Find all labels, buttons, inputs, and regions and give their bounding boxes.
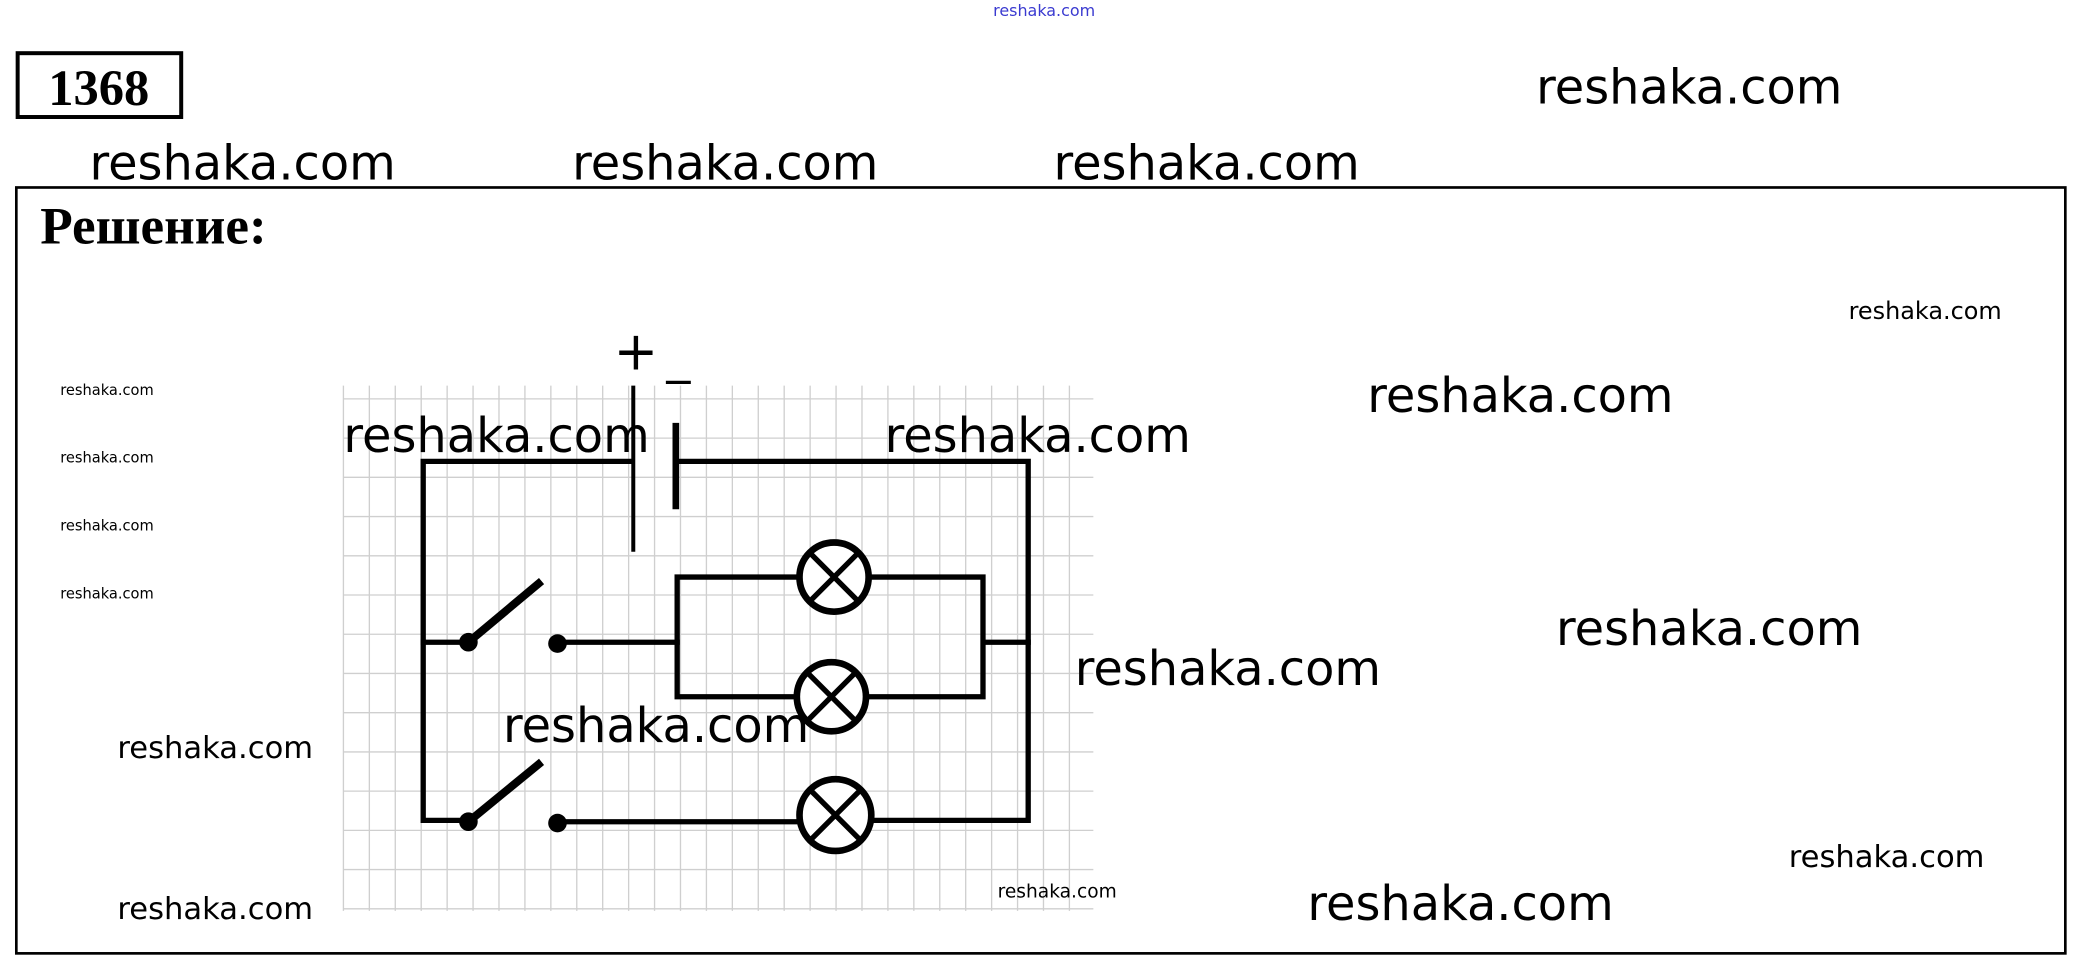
lamp-3 [796,775,875,855]
solution-heading: Решение: [40,196,266,255]
problem-number-frame [15,51,184,120]
watermark: reshaka.com [998,882,1117,903]
watermark: reshaka.com [1536,61,1842,116]
solution-frame [14,186,2067,955]
watermark: reshaka.com [885,409,1191,464]
problem-number: 1368 [48,60,149,116]
problem-number-box: 1368 [15,51,184,120]
wire-top-left [420,458,634,645]
lamp-2 [793,658,870,735]
watermark: reshaka.com [89,137,395,192]
watermark: reshaka.com [343,409,649,464]
watermark: reshaka.com [1367,369,1673,424]
watermark: reshaka.com [1849,297,2002,325]
watermark: reshaka.com [117,892,313,927]
circuit-diagram: + − [420,321,1031,855]
watermarks: reshaka.com reshaka.com reshaka.com resh… [60,61,2001,932]
battery-plus-label: + [614,321,659,383]
watermark: reshaka.com [572,137,878,192]
watermark: reshaka.com [60,518,153,535]
switch-1-blade [465,577,545,646]
watermark: reshaka.com [1307,877,1613,932]
wire-left-bottom [420,639,472,824]
watermark: reshaka.com [117,731,313,766]
watermark: reshaka.com [1789,840,1985,875]
top-watermark: reshaka.com [993,1,1095,20]
watermark: reshaka.com [60,382,153,399]
battery-minus-label: − [662,359,695,405]
watermark: reshaka.com [60,585,153,602]
wire-top-right [675,458,1031,824]
watermark: reshaka.com [1556,602,1862,657]
watermark: reshaka.com [1075,642,1381,697]
lamp-1 [796,539,872,615]
watermark: reshaka.com [503,699,809,754]
watermark: reshaka.com [1053,137,1359,192]
switch-2-blade [465,758,545,825]
wire-parallel-block [674,574,1031,700]
watermark: reshaka.com [60,450,153,467]
